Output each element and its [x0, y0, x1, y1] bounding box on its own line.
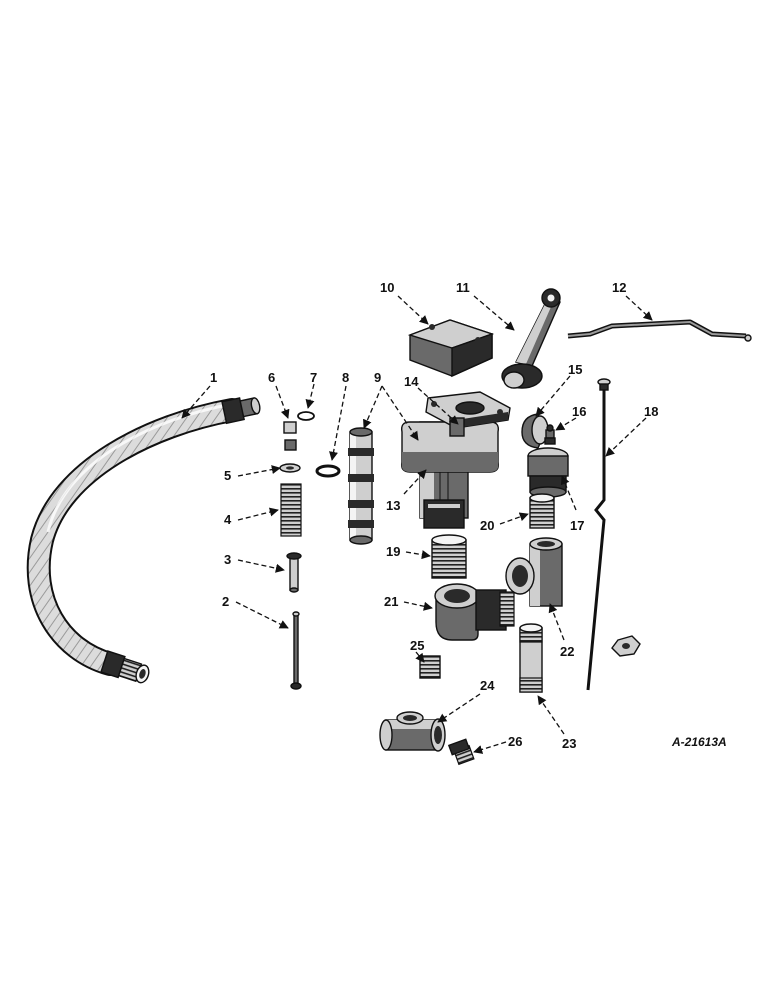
callout-21: 21	[384, 594, 398, 609]
callout-1: 1	[210, 370, 217, 385]
part-2-rod	[290, 611, 302, 690]
part-1-hose	[26, 397, 261, 684]
part-26-plug	[447, 738, 475, 766]
part-18-rod	[586, 378, 611, 691]
part-3-plunger-pin	[286, 552, 302, 593]
callout-10: 10	[380, 280, 394, 295]
callout-12: 12	[612, 280, 626, 295]
part-10-cover	[407, 319, 495, 378]
part-4-spring	[280, 483, 302, 537]
callout-5: 5	[224, 468, 231, 483]
part-14-valve-top	[425, 391, 511, 437]
figure-reference: A-21613A	[671, 735, 727, 749]
part-17-cap-nut	[527, 447, 569, 498]
part-12-link-rod	[567, 319, 752, 342]
callout-15: 15	[568, 362, 582, 377]
callout-2: 2	[222, 594, 229, 609]
callout-3: 3	[224, 552, 231, 567]
part-6-valve-cap-parts	[283, 421, 297, 451]
part-15-elbow-cap	[521, 413, 549, 449]
part-8-gasket	[315, 464, 341, 478]
part-11-lever	[501, 288, 561, 389]
part-21-elbow	[434, 583, 515, 641]
part-16-fitting	[544, 424, 556, 445]
callout-18: 18	[644, 404, 658, 419]
callout-13: 13	[386, 498, 400, 513]
callout-19: 19	[386, 544, 400, 559]
callout-25: 25	[410, 638, 424, 653]
callout-4: 4	[224, 512, 232, 527]
callout-20: 20	[480, 518, 494, 533]
hex-nut	[611, 635, 641, 657]
part-24-tee	[379, 711, 446, 752]
callout-8: 8	[342, 370, 349, 385]
callout-11: 11	[456, 280, 470, 295]
callout-24: 24	[480, 678, 495, 693]
part-19-nipple	[431, 534, 467, 579]
callout-6: 6	[268, 370, 275, 385]
part-7-ring	[297, 411, 315, 421]
part-23-long-nipple	[519, 623, 543, 693]
callout-17: 17	[570, 518, 584, 533]
callout-26: 26	[508, 734, 522, 749]
callout-labels: 1 2 3 4 5 6 7 8 9 10 11 12 13 14 15 16 1…	[210, 280, 658, 751]
callout-23: 23	[562, 736, 576, 751]
callout-22: 22	[560, 644, 574, 659]
part-13-valve-body	[400, 421, 500, 529]
part-25-nipple	[419, 655, 441, 679]
leader-lines	[181, 295, 653, 754]
part-9-spool	[348, 427, 374, 545]
callout-9: 9	[374, 370, 381, 385]
callout-7: 7	[310, 370, 317, 385]
callout-16: 16	[572, 404, 586, 419]
part-5-washer	[279, 463, 301, 473]
callout-14: 14	[404, 374, 419, 389]
part-22-tee	[505, 537, 563, 607]
part-20-nipple	[529, 493, 555, 529]
